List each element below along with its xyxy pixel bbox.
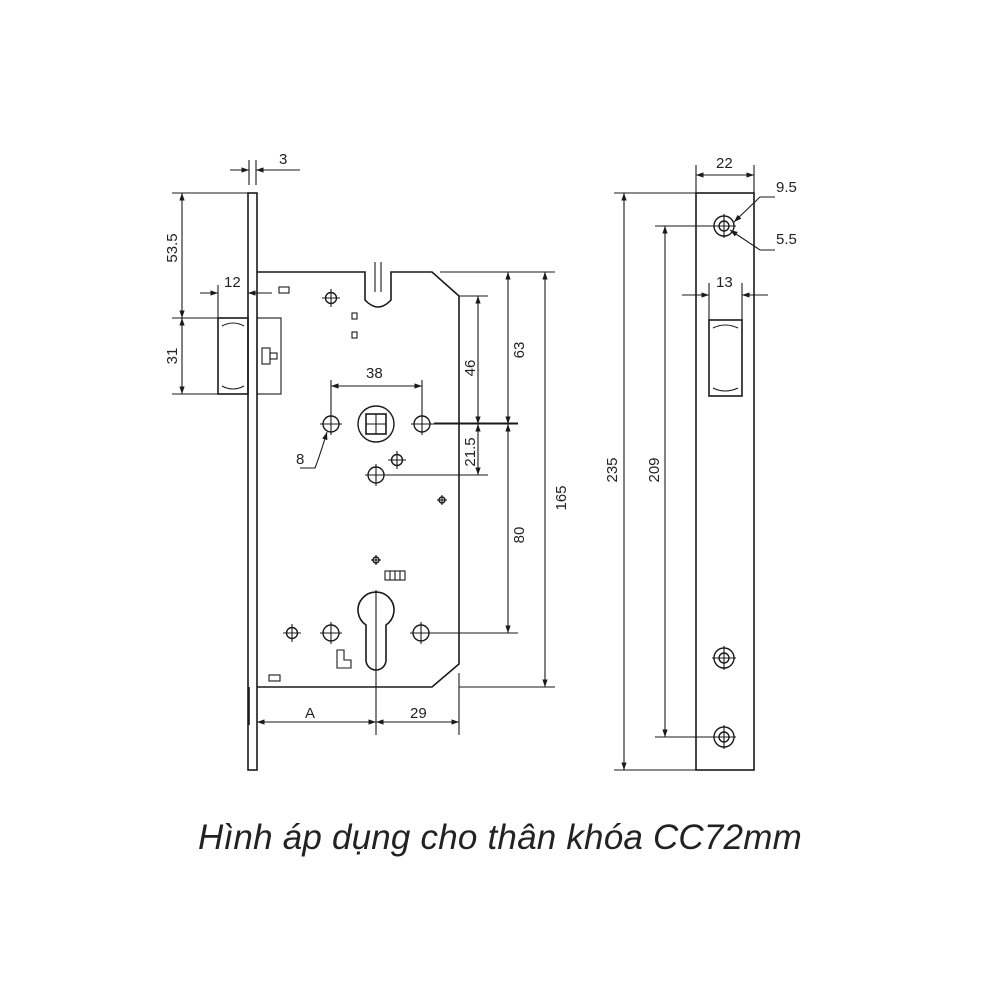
screw-cross-icon (322, 289, 340, 307)
dim-screw-hole-diameter: 8 (296, 451, 304, 468)
dim-spindle-to-cylinder-top: 63 (511, 342, 528, 359)
lock-body-side-view (217, 192, 460, 771)
dim-spindle-to-cylinder: 80 (511, 527, 528, 544)
dim-screw-hole-small: 5.5 (776, 231, 797, 248)
dim-faceplate-width: 22 (716, 155, 733, 172)
latch-mechanism (256, 317, 282, 395)
dim-backset: A (305, 705, 315, 722)
lock-case-outline (257, 271, 460, 688)
dim-latch-offset: 12 (224, 274, 241, 291)
latch-slot (708, 319, 743, 397)
faceplate-front (695, 192, 755, 771)
dim-cylinder-to-edge: 29 (410, 705, 427, 722)
euro-cylinder-cutout (357, 591, 395, 671)
screw-cross-icon (712, 214, 736, 238)
screw-cross-icon (283, 624, 301, 642)
dimension-lines-left (172, 160, 555, 735)
screw-cross-icon (712, 646, 736, 670)
dim-faceplate-height: 235 (604, 457, 621, 482)
screw-cross-icon (437, 495, 447, 505)
screw-cross-icon (712, 725, 736, 749)
dim-top-to-spindle: 46 (462, 360, 479, 377)
figure-caption: Hình áp dụng cho thân khóa CC72mm (198, 818, 802, 857)
dim-latch-slot-width: 13 (716, 274, 733, 291)
dim-spindle-offset: 21.5 (462, 437, 479, 466)
dim-faceplate-thickness: 3 (279, 151, 287, 168)
dim-screw-head-diameter: 9.5 (776, 179, 797, 196)
dim-latch-height: 31 (164, 348, 181, 365)
dim-top-to-latch: 53.5 (164, 233, 181, 262)
faceplate (247, 192, 258, 771)
dim-case-height: 165 (553, 485, 570, 510)
dimension-lines-right (614, 165, 775, 771)
latch-bolt (217, 317, 249, 395)
screw-cross-icon (388, 451, 406, 469)
faceplate-front-view (695, 192, 755, 771)
dim-screw-spacing: 209 (646, 457, 663, 482)
screw-cross-icon (371, 555, 381, 565)
dim-handle-hole-spacing: 38 (366, 365, 383, 382)
